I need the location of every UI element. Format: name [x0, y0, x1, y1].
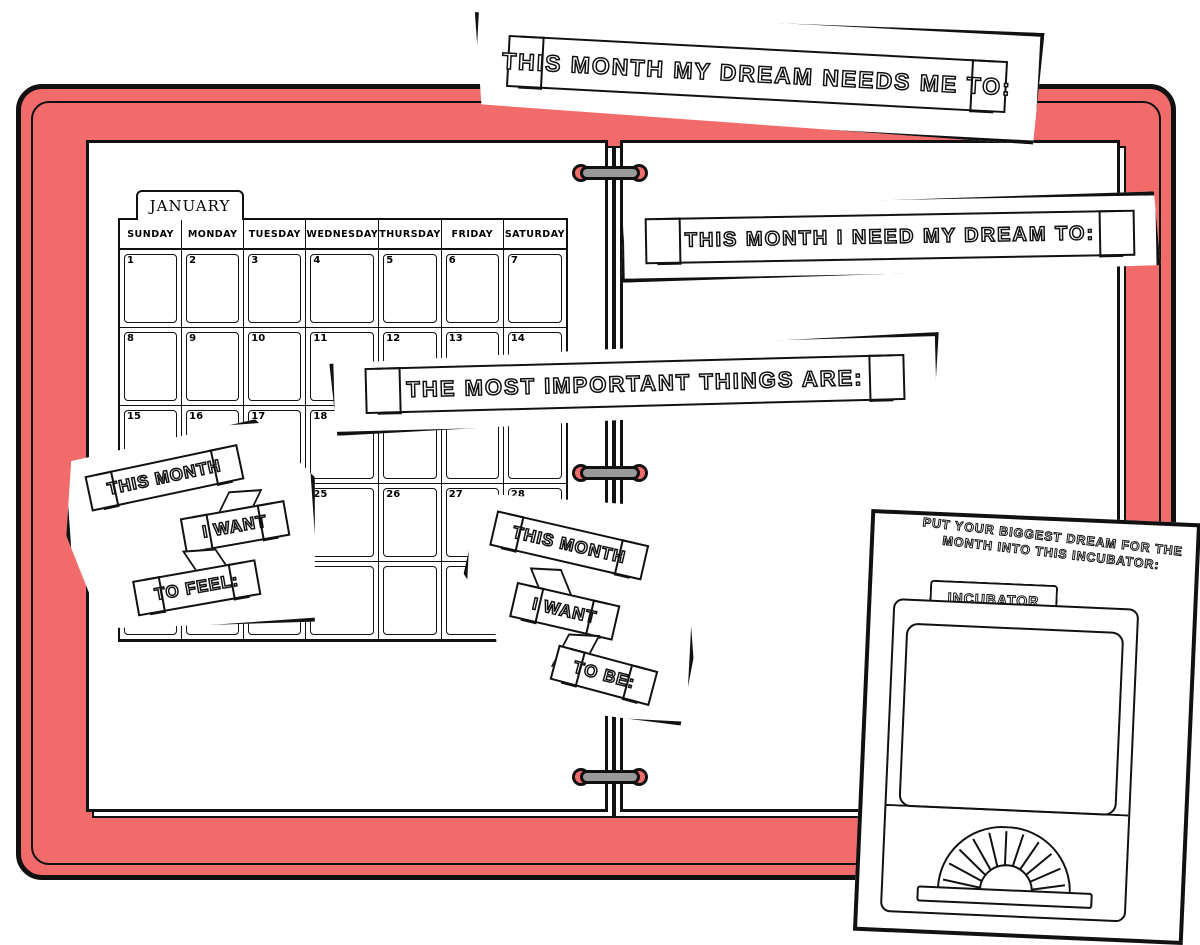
- weekday-header: SATURDAY: [503, 220, 566, 250]
- day-number: 28: [510, 489, 525, 500]
- day-number: 26: [386, 489, 401, 500]
- day-number: 9: [189, 333, 197, 344]
- calendar-day-cell: 25: [306, 484, 380, 562]
- binder-ring-middle: [572, 462, 648, 488]
- banner-top-text: THIS MONTH MY DREAM NEEDS ME TO:: [501, 47, 1013, 100]
- be-line2: I WANT: [530, 594, 599, 628]
- incubator-base: [881, 803, 1129, 921]
- calendar-day-cell: 8: [120, 328, 183, 406]
- temperature-gauge-icon: [936, 823, 1074, 897]
- day-number: 12: [386, 333, 401, 344]
- day-number: 10: [251, 333, 266, 344]
- day-number: 8: [127, 333, 134, 344]
- ribbon: I WANT: [180, 500, 290, 554]
- day-number: 4: [313, 255, 321, 266]
- incubator-instruction: PUT YOUR BIGGEST DREAM FOR THE MONTH INT…: [922, 515, 1185, 573]
- incubator-window: [898, 622, 1125, 816]
- incubator-machine: [879, 598, 1140, 923]
- be-line3: TO BE:: [571, 657, 638, 693]
- feel-line2: I WANT: [200, 511, 269, 542]
- day-number: 18: [313, 411, 328, 422]
- calendar-day-cell: 4: [306, 250, 380, 328]
- calendar-day-cell: [306, 562, 380, 640]
- feel-line3: TO FEEL:: [153, 570, 241, 605]
- weekday-header: MONDAY: [182, 220, 245, 250]
- calendar-day-cell: [379, 562, 442, 640]
- calendar-day-cell: 6: [441, 250, 504, 328]
- binder-ring-top: [572, 162, 648, 188]
- day-number: 5: [386, 255, 394, 266]
- weekday-header: SUNDAY: [120, 220, 183, 250]
- banner-right-text: THIS MONTH I NEED MY DREAM TO:: [684, 221, 1096, 252]
- weekday-header: FRIDAY: [441, 220, 504, 250]
- day-number: 16: [189, 411, 204, 422]
- calendar-day-cell: 2: [182, 250, 245, 328]
- be-line1: THIS MONTH: [510, 522, 628, 568]
- day-number: 27: [448, 489, 463, 500]
- calendar-day-cell: 5: [379, 250, 442, 328]
- calendar-day-cell: 9: [182, 328, 245, 406]
- calendar-day-cell: 10: [244, 328, 307, 406]
- binder-ring-bottom: [572, 766, 648, 792]
- day-number: 6: [448, 255, 456, 266]
- calendar-day-cell: 1: [120, 250, 183, 328]
- day-number: 3: [251, 255, 259, 266]
- calendar-month-tab: JANUARY: [136, 190, 244, 220]
- day-number: 7: [510, 255, 518, 266]
- calendar-day-cell: 26: [379, 484, 442, 562]
- weekday-header: THURSDAY: [379, 220, 442, 250]
- day-number: 15: [127, 411, 141, 422]
- ribbon: THIS MONTH: [489, 510, 649, 580]
- day-number: 2: [189, 255, 197, 266]
- weekday-header: WEDNESDAY: [306, 220, 380, 250]
- incubator-card: PUT YOUR BIGGEST DREAM FOR THE MONTH INT…: [852, 509, 1200, 945]
- day-number: 25: [313, 489, 328, 500]
- day-number: 14: [510, 333, 525, 344]
- ribbon: THIS MONTH MY DREAM NEEDS ME TO:: [506, 35, 1008, 113]
- ribbon: THIS MONTH I NEED MY DREAM TO:: [645, 210, 1136, 265]
- ribbon: THIS MONTH: [84, 444, 244, 512]
- feel-line1: THIS MONTH: [105, 455, 223, 499]
- day-number: 17: [251, 411, 266, 422]
- weekday-header: TUESDAY: [244, 220, 307, 250]
- day-number: 11: [313, 333, 328, 344]
- calendar-day-cell: 7: [503, 250, 566, 328]
- ribbon: TO BE:: [550, 645, 659, 707]
- day-number: 1: [127, 255, 134, 266]
- calendar-day-cell: 3: [244, 250, 307, 328]
- day-number: 13: [448, 333, 463, 344]
- banner-middle-text: THE MOST IMPORTANT THINGS ARE:: [406, 365, 864, 402]
- ribbon: THE MOST IMPORTANT THINGS ARE:: [364, 354, 905, 414]
